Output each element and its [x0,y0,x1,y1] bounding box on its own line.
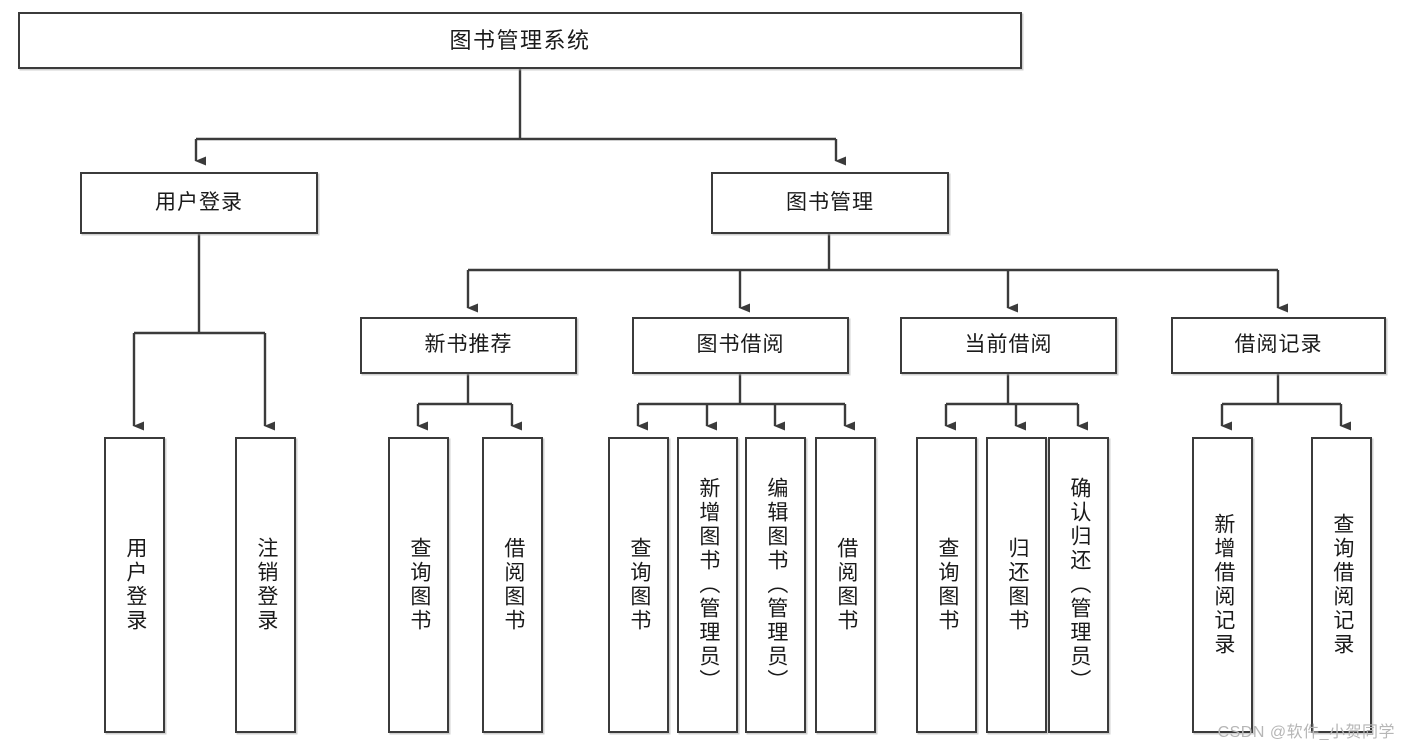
leaf-current-borrow-confirm-return[interactable]: 确认归还（管理员） [1048,437,1109,733]
node-label: 新书推荐 [424,333,513,357]
node-label: 查询图书 [627,537,651,633]
leaf-book-borrow-edit[interactable]: 编辑图书（管理员） [745,437,806,733]
node-label: 当前借阅 [964,333,1053,357]
leaf-borrow-record-add[interactable]: 新增借阅记录 [1192,437,1253,733]
node-label: 确认归还（管理员） [1067,477,1091,693]
leaf-new-book-borrow[interactable]: 借阅图书 [482,437,543,733]
leaf-borrow-record-query[interactable]: 查询借阅记录 [1311,437,1372,733]
leaf-user-login-logout[interactable]: 注销登录 [235,437,296,733]
leaf-book-borrow-borrow[interactable]: 借阅图书 [815,437,876,733]
node-label: 查询图书 [407,537,431,633]
leaf-current-borrow-return[interactable]: 归还图书 [986,437,1047,733]
node-label: 查询图书 [935,537,959,633]
node-label: 图书借阅 [696,333,785,357]
node-label: 新增图书（管理员） [696,477,720,693]
node-label: 借阅记录 [1234,333,1323,357]
leaf-user-login-login[interactable]: 用户登录 [104,437,165,733]
leaf-current-borrow-query[interactable]: 查询图书 [916,437,977,733]
node-label: 用户登录 [155,190,243,214]
node-label: 图书管理系统 [449,27,591,53]
node-book-borrow[interactable]: 图书借阅 [632,317,849,374]
watermark: CSDN @软件_小贺同学 [1217,724,1395,741]
leaf-book-borrow-add[interactable]: 新增图书（管理员） [677,437,738,733]
node-borrow-record[interactable]: 借阅记录 [1171,317,1386,374]
node-label: 归还图书 [1005,537,1029,633]
node-label: 编辑图书（管理员） [764,477,788,693]
leaf-book-borrow-query[interactable]: 查询图书 [608,437,669,733]
node-book-management[interactable]: 图书管理 [711,172,949,234]
leaf-new-book-query[interactable]: 查询图书 [388,437,449,733]
node-label: 注销登录 [254,537,278,633]
node-label: 新增借阅记录 [1211,513,1235,657]
node-label: 用户登录 [123,537,147,633]
node-root-system[interactable]: 图书管理系统 [18,12,1022,69]
node-current-borrow[interactable]: 当前借阅 [900,317,1117,374]
node-user-login[interactable]: 用户登录 [80,172,318,234]
node-label: 借阅图书 [501,537,525,633]
node-label: 图书管理 [786,190,874,214]
node-label: 借阅图书 [834,537,858,633]
node-new-book-recommend[interactable]: 新书推荐 [360,317,577,374]
node-label: 查询借阅记录 [1330,513,1354,657]
